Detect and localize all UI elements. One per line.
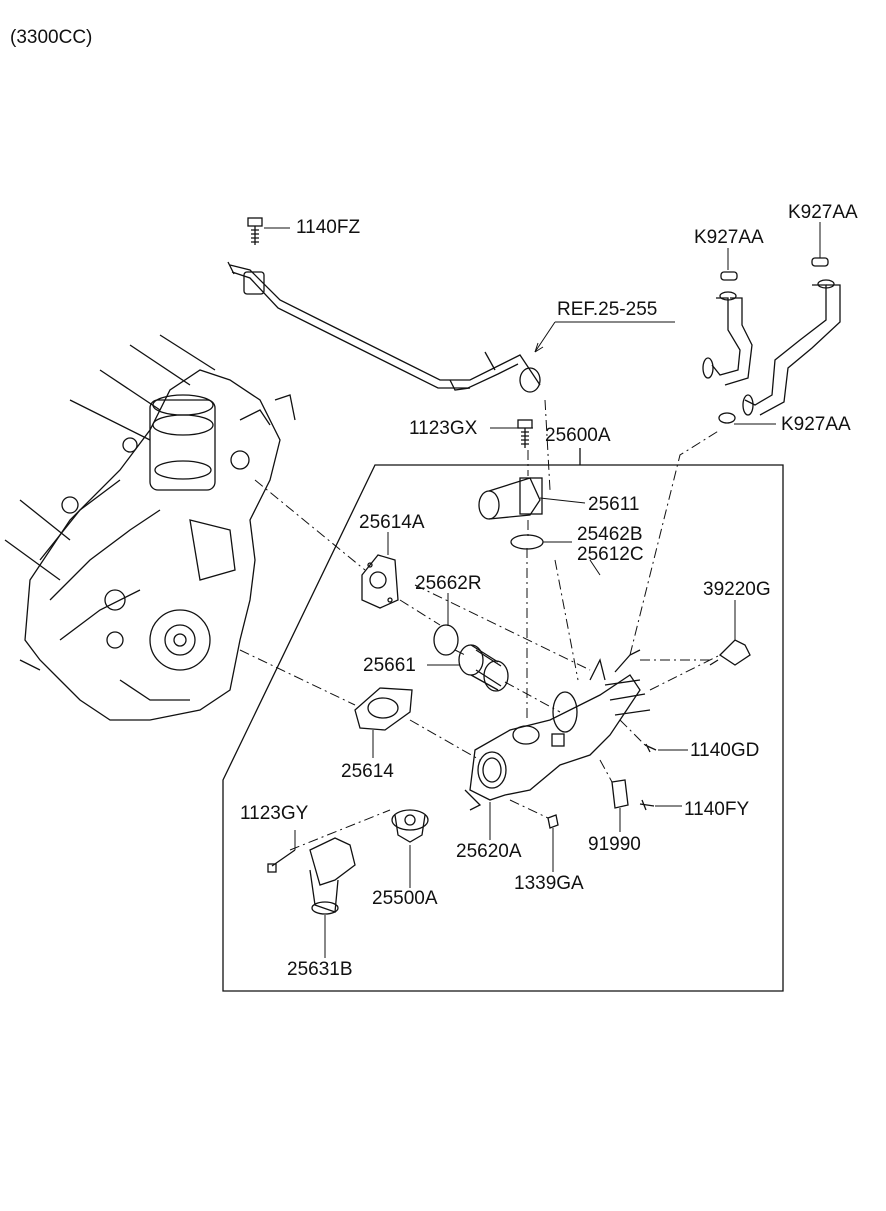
label-k927aa-left: K927AA [694,227,764,248]
label-ref: REF.25-255 [557,299,658,320]
gasket-25614a-illustration [361,554,399,609]
assembly-frame [222,464,784,992]
bolt-1123gy-illustration [267,849,296,873]
sensor-39220g-illustration [709,639,751,666]
label-25612c: 25612C [577,544,644,565]
oring-25662r-illustration [433,624,459,656]
housing-25620a-illustration [464,649,651,811]
pipe-nipple-illustration [458,644,509,692]
label-25600a: 25600A [545,425,611,446]
oring-25462b-illustration [510,534,544,550]
hose-assembly-upper [702,279,841,416]
label-25631b: 25631B [287,959,353,980]
label-k927aa-right: K927AA [788,202,858,223]
nut-1339ga-illustration [547,814,559,829]
bolt-1140fy-illustration [639,799,655,811]
bypass-pipe [227,261,541,393]
label-1140fz: 1140FZ [296,217,361,238]
label-25614a: 25614A [359,512,425,533]
label-25462b: 25462B [577,524,643,545]
engine-variant-label: (3300CC) [10,27,93,48]
bolt-1123gx-illustration [517,419,533,448]
label-25620a: 25620A [456,841,522,862]
engine-block-illustration [4,334,296,721]
label-1140fy: 1140FY [684,799,750,820]
bolt-1140gd-illustration [644,743,657,753]
label-1339ga: 1339GA [514,873,584,894]
label-25661: 25661 [363,655,416,676]
label-25662r: 25662R [415,573,482,594]
leader-lines [264,222,821,958]
outlet-fitting-illustration [309,837,356,915]
label-1140gd: 1140GD [690,740,760,761]
label-1123gy: 1123GY [240,803,309,824]
bolt-1140fz-illustration [247,217,263,245]
label-k927aa-lower: K927AA [781,414,851,435]
label-1123gx: 1123GX [409,418,478,439]
label-39220g: 39220G [703,579,771,600]
label-25500a: 25500A [372,888,438,909]
label-91990: 91990 [588,834,641,855]
label-25611: 25611 [588,494,640,515]
thermostat-illustration [391,809,429,843]
inlet-fitting-illustration [478,477,543,520]
center-lines [239,399,721,851]
label-25614: 25614 [341,761,394,782]
bracket-91990-illustration [611,779,629,809]
gasket-25614-illustration [354,687,413,731]
clamp-icon [718,257,829,424]
